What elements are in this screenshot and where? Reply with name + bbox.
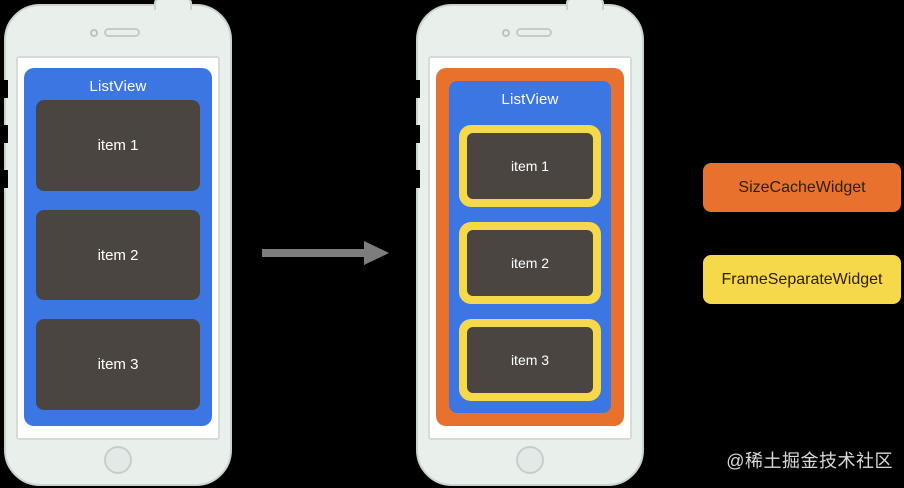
earpiece-speaker-icon <box>516 28 552 37</box>
volume-up-button <box>414 125 420 143</box>
mute-switch <box>2 80 8 98</box>
list-item: item 3 <box>467 327 593 393</box>
listview-title: ListView <box>501 91 559 108</box>
power-button <box>566 0 604 10</box>
phone-mockup-right: ListView item 1 item 2 item 3 <box>414 0 644 486</box>
legend-frame-separate-widget: FrameSeparateWidget <box>703 255 901 304</box>
size-cache-widget-wrapper: ListView item 1 item 2 item 3 <box>436 68 624 426</box>
front-camera-icon <box>502 29 510 37</box>
earpiece-speaker-icon <box>104 28 140 37</box>
listview-title: ListView <box>89 78 147 95</box>
home-button <box>104 446 132 474</box>
phone-screen: ListView item 1 item 2 item 3 <box>428 56 632 440</box>
list-item: item 1 <box>36 100 200 191</box>
listview-panel: ListView item 1 item 2 item 3 <box>24 68 212 426</box>
phone-mockup-left: ListView item 1 item 2 item 3 <box>2 0 232 486</box>
list-item: item 3 <box>36 319 200 411</box>
home-button <box>516 446 544 474</box>
list-item: item 1 <box>467 133 593 199</box>
phone-screen: ListView item 1 item 2 item 3 <box>16 56 220 440</box>
transform-arrow-head <box>364 241 389 265</box>
list-item: item 2 <box>36 209 200 301</box>
volume-down-button <box>414 170 420 188</box>
frame-separate-widget-wrapper: item 1 <box>459 125 601 207</box>
transform-arrow <box>262 249 365 257</box>
legend-size-cache-widget: SizeCacheWidget <box>703 163 901 212</box>
frame-separate-widget-wrapper: item 3 <box>459 319 601 401</box>
volume-down-button <box>2 170 8 188</box>
mute-switch <box>414 80 420 98</box>
volume-up-button <box>2 125 8 143</box>
frame-separate-widget-wrapper: item 2 <box>459 222 601 304</box>
watermark-text: @稀土掘金技术社区 <box>726 451 893 471</box>
power-button <box>154 0 192 10</box>
list-item: item 2 <box>467 230 593 296</box>
listview-panel: ListView item 1 item 2 item 3 <box>449 81 611 413</box>
front-camera-icon <box>90 29 98 37</box>
